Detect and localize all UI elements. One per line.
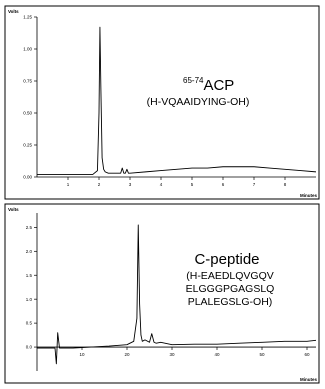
x-tick-label: 50 — [259, 352, 265, 357]
sequence-line-3: PLALEGSLG-OH) — [188, 296, 273, 308]
sequence-line-2: ELGGGPGAGSLQ — [186, 283, 275, 295]
y-unit-label: Volts — [8, 9, 19, 14]
panel-frame — [4, 5, 320, 200]
compound-annotation: 65-74ACP — [183, 76, 234, 94]
x-tick-label: 30 — [169, 352, 175, 357]
y-tick-label: 1.00 — [23, 47, 32, 52]
y-tick-label: 0.25 — [23, 143, 32, 148]
y-unit-label: Volts — [8, 207, 19, 212]
x-tick-label: 5 — [191, 182, 194, 187]
y-tick-label: 2.0 — [26, 249, 33, 254]
compound-superscript: 65-74 — [183, 76, 204, 85]
y-tick-label: 0.0 — [26, 345, 33, 350]
chart-panel-c-peptide: Volts Minutes C-peptide (H-EAEDLQVGQV EL… — [4, 203, 320, 384]
x-tick-label: 10 — [79, 352, 85, 357]
x-tick-label: 7 — [253, 182, 256, 187]
x-tick-label: 8 — [284, 182, 287, 187]
chromatogram-trace — [37, 224, 317, 365]
sequence-line-1: (H-VQAAIDYING-OH) — [147, 96, 250, 108]
y-tick-label: 2.5 — [26, 225, 33, 230]
y-tick-label: 1.25 — [23, 15, 32, 20]
compound-name: ACP — [203, 77, 234, 94]
y-tick-label: 1.5 — [26, 273, 33, 278]
y-tick-label: 0.75 — [23, 79, 32, 84]
x-tick-label: 1 — [67, 182, 70, 187]
x-tick-label: 6 — [222, 182, 225, 187]
y-tick-label: 0.5 — [26, 321, 33, 326]
y-tick-label: 0.00 — [23, 175, 32, 180]
x-tick-label: 40 — [214, 352, 220, 357]
x-unit-label: Minutes — [300, 377, 317, 382]
x-tick-label: 60 — [304, 352, 310, 357]
x-tick-label: 20 — [124, 352, 130, 357]
panel-frame — [4, 203, 320, 384]
chromatogram-trace — [37, 26, 317, 175]
sequence-line-1: (H-EAEDLQVGQV — [186, 270, 274, 282]
chart-panel-acp: Volts Minutes 65-74ACP (H-VQAAIDYING-OH)… — [4, 5, 320, 200]
y-tick-label: 0.50 — [23, 111, 32, 116]
x-tick-label: 4 — [160, 182, 163, 187]
y-tick-label: 1.0 — [26, 297, 33, 302]
x-tick-label: 2 — [98, 182, 101, 187]
compound-name: C-peptide — [194, 251, 259, 268]
x-unit-label: Minutes — [300, 193, 317, 198]
x-tick-label: 3 — [129, 182, 132, 187]
